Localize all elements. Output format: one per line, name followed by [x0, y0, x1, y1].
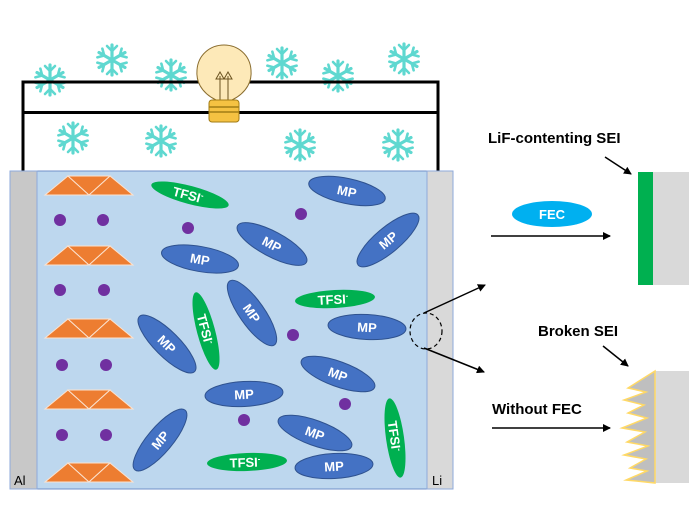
mp-molecule: MP [236, 222, 308, 266]
cathode-layer [43, 462, 135, 483]
mp-molecule: MP [137, 314, 197, 374]
mp-label: MP [336, 182, 359, 201]
zoom-arrow-up [423, 284, 486, 314]
li-ion [339, 398, 351, 410]
li-ion [56, 359, 68, 371]
mp-molecule: MP [327, 313, 407, 341]
li-ions-group [54, 208, 351, 441]
li-ion [54, 284, 66, 296]
li-metal-broken [655, 371, 689, 483]
li-electrode [426, 170, 454, 490]
li-ion [238, 414, 250, 426]
snowflake-icon [388, 42, 420, 76]
without-fec-label: Without FEC [492, 401, 582, 418]
broken-sei-pointer-arrow [602, 345, 629, 367]
mp-label: MP [326, 364, 350, 385]
mp-molecule: MP [308, 175, 386, 207]
mp-label: MP [303, 423, 327, 444]
mp-molecule: MP [132, 408, 188, 472]
mp-molecule: MP [161, 244, 239, 274]
mp-molecule: MP [294, 452, 374, 480]
lif-sei-pointer-arrow [604, 156, 632, 175]
mp-molecules-group: MP MP MP MP MP MP MP MP MP MP MP MP [132, 175, 420, 480]
light-bulb-icon [23, 44, 438, 123]
tfsi-anion: TFSI- [151, 181, 229, 209]
mp-label: MP [324, 458, 345, 474]
snowflake-icon [145, 124, 177, 158]
fec-molecule [512, 201, 592, 227]
li-ion [98, 284, 110, 296]
al-electrode [9, 170, 38, 490]
lif-sei-layer [638, 172, 653, 285]
interface-magnifier-circle [409, 312, 443, 350]
li-label: Li [432, 473, 442, 488]
lif-sei-label: LiF-contenting SEI [488, 130, 621, 147]
snowflake-icon [155, 58, 187, 92]
broken-sei-label: Broken SEI [538, 323, 618, 340]
li-ion [54, 214, 66, 226]
snowflake-icon [382, 128, 414, 162]
cathode-layer [43, 318, 135, 339]
snowflake-icon [322, 59, 354, 93]
mp-molecule: MP [356, 212, 420, 268]
snowflakes-group [34, 42, 420, 162]
cathode-layer [43, 389, 135, 410]
mp-label: MP [234, 386, 255, 402]
tfsi-molecules-group: TFSI- TFSI- TFSI- TFSI- TFSI- [151, 181, 406, 478]
al-label: Al [14, 473, 26, 488]
snowflake-icon [284, 128, 316, 162]
tfsi-label: TFSI- [385, 420, 404, 453]
li-ion [295, 208, 307, 220]
cathode-layer [43, 175, 135, 196]
mp-molecule: MP [300, 355, 376, 393]
mp-label: MP [357, 319, 378, 335]
mp-molecule: MP [277, 414, 353, 452]
li-ion [100, 429, 112, 441]
snowflake-icon [96, 43, 128, 77]
tfsi-anion: TFSI- [384, 398, 406, 478]
li-metal-with-sei [653, 172, 689, 285]
fec-label: FEC [539, 207, 566, 222]
li-ion [182, 222, 194, 234]
mp-label: MP [189, 250, 211, 268]
li-ion [287, 329, 299, 341]
mp-molecule: MP [204, 380, 284, 408]
zoom-arrow-down [423, 347, 485, 374]
tfsi-anion: TFSI- [295, 289, 375, 309]
snowflake-icon [266, 46, 298, 80]
cathode-layers-group [43, 175, 135, 483]
li-ion [100, 359, 112, 371]
snowflake-icon [34, 63, 66, 97]
mp-molecule: MP [226, 279, 278, 347]
cathode-layer [43, 245, 135, 266]
li-ion [97, 214, 109, 226]
tfsi-label: TFSI- [317, 291, 349, 308]
broken-sei-dendrites [619, 369, 656, 484]
tfsi-anion: TFSI- [192, 292, 220, 370]
snowflake-icon [57, 121, 89, 155]
tfsi-label: TFSI- [229, 455, 261, 471]
tfsi-anion: TFSI- [207, 452, 287, 472]
li-ion [56, 429, 68, 441]
